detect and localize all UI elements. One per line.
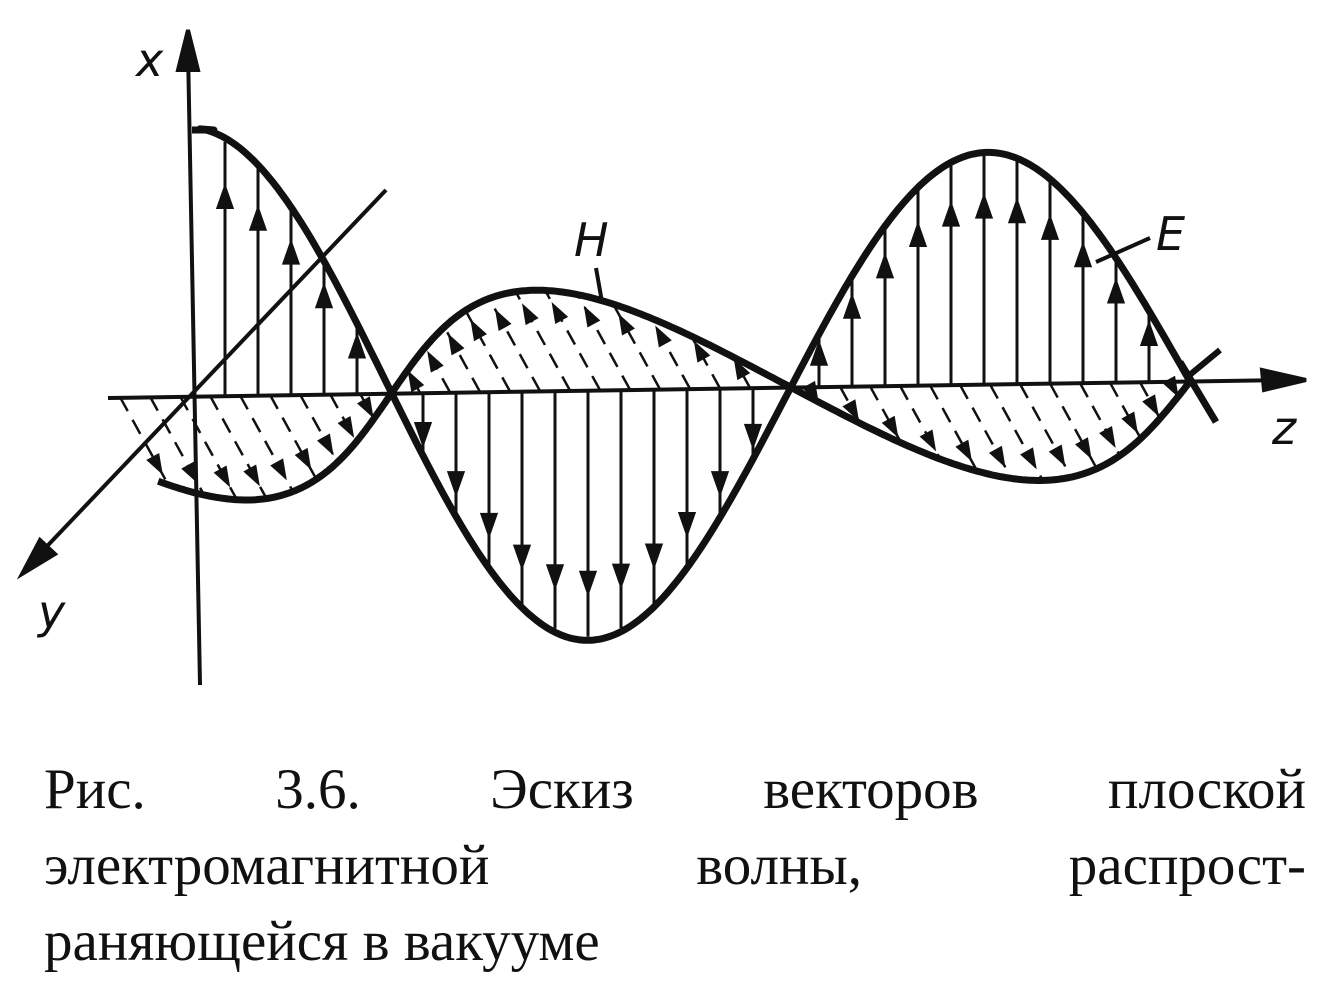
em-wave-diagram: x y z H E	[16, 29, 1307, 686]
h-vector-arrowhead	[1075, 437, 1092, 460]
h-vector-arrowhead	[1099, 426, 1116, 448]
h-vector-arrowhead	[243, 464, 260, 487]
h-vector-arrowhead	[618, 313, 635, 336]
e-vector-arrowhead	[644, 543, 664, 570]
e-vector-arrowhead	[809, 339, 829, 366]
x-axis-arrowhead	[175, 29, 201, 72]
h-label-leader	[594, 267, 604, 303]
electric-wave-tail	[1176, 360, 1220, 424]
h-vector-arrowhead	[294, 447, 312, 470]
h-vector-arrowhead	[988, 445, 1006, 468]
e-vector-arrowhead	[479, 512, 499, 539]
e-vector-arrowhead	[974, 192, 994, 219]
e-vector-arrowhead	[1007, 197, 1027, 224]
e-vector-arrowhead	[413, 422, 433, 449]
h-vector-arrowhead	[521, 303, 539, 326]
h-vector-arrowhead	[494, 309, 512, 332]
h-vector	[898, 385, 942, 460]
e-vector-arrowhead	[941, 200, 961, 227]
electric-wave-tail-up	[1184, 347, 1222, 381]
axes	[16, 29, 1307, 686]
h-vector-arrowhead	[270, 458, 287, 481]
h-vector	[328, 393, 358, 443]
h-wave-label: H	[574, 213, 609, 267]
electric-wave-curve	[192, 125, 1194, 644]
h-vector	[178, 395, 239, 501]
h-vector-arrowhead	[881, 415, 899, 438]
h-vector-arrowhead	[1020, 447, 1037, 470]
z-axis	[107, 378, 1291, 400]
e-vector-arrowhead	[215, 182, 235, 209]
e-vector-arrowhead	[842, 292, 862, 319]
h-vector-arrowhead	[733, 358, 751, 381]
e-vector-arrowhead	[710, 471, 730, 498]
e-vector-arrowhead	[1073, 241, 1093, 268]
e-vector-arrowhead	[1139, 319, 1159, 347]
e-vector-arrowhead	[314, 282, 334, 309]
e-vector-arrowhead	[677, 511, 697, 539]
caption-line-1: Рис. 3.6. Эскиз векторов плоской	[44, 758, 1306, 821]
h-vector	[544, 289, 602, 391]
e-vector-arrowhead	[908, 220, 928, 247]
e-vector-arrowhead	[1106, 277, 1126, 304]
h-vector	[208, 395, 268, 500]
h-vector-arrowhead	[407, 370, 425, 393]
x-axis	[186, 49, 202, 686]
h-vector-arrowhead	[316, 433, 334, 456]
h-vector-arrowhead	[337, 415, 355, 438]
h-vector-arrowhead	[427, 350, 444, 373]
caption-line-3: раняющейся в вакууме	[44, 910, 600, 973]
h-vector-arrowhead	[1048, 444, 1066, 467]
h-vector-arrowhead	[583, 305, 601, 328]
h-vector-arrowhead	[470, 319, 487, 342]
h-vector-arrowhead	[1142, 394, 1159, 417]
z-axis-label: z	[1271, 401, 1297, 455]
e-label-leader	[1095, 236, 1151, 264]
e-vector-arrowhead	[743, 423, 763, 450]
e-vector-arrowhead	[347, 332, 367, 359]
h-vector-arrowhead	[551, 302, 569, 325]
h-vector-arrowhead	[447, 333, 465, 356]
h-vector-arrowhead	[213, 465, 231, 488]
e-vector-arrowhead	[545, 564, 565, 591]
e-vector-arrowhead	[611, 563, 631, 590]
y-axis-arrowhead	[16, 536, 59, 580]
electric-field-vectors	[215, 141, 1159, 637]
h-vector	[424, 346, 452, 393]
e-vector-arrowhead	[875, 252, 895, 279]
magnetic-field-hatching	[118, 289, 1180, 501]
e-vector-arrowhead	[281, 238, 301, 265]
e-vector-arrowhead	[512, 544, 532, 571]
y-axis	[30, 188, 388, 564]
h-vector-arrowhead	[1121, 411, 1138, 434]
caption-line-2: электромагнитной волны, распрост-	[44, 834, 1306, 897]
h-vector-arrowhead	[693, 340, 711, 363]
h-vector-arrowhead	[146, 452, 163, 475]
h-vector-arrowhead	[655, 325, 672, 348]
h-vector	[1078, 382, 1121, 457]
z-axis-arrowhead	[1259, 367, 1307, 393]
e-vector-arrowhead	[578, 570, 598, 597]
h-vector	[690, 335, 722, 389]
h-vector-arrowhead	[357, 396, 374, 419]
e-wave-label: E	[1156, 207, 1185, 261]
h-vector-arrowhead	[955, 439, 972, 462]
e-vector-arrowhead	[248, 204, 268, 231]
y-axis-label: y	[36, 585, 66, 639]
e-vector-arrowhead	[446, 471, 466, 498]
h-vector-arrowhead	[919, 429, 937, 452]
e-vector-arrowhead	[1040, 213, 1060, 240]
h-vector-arrowhead	[842, 399, 860, 422]
h-vector	[464, 309, 512, 392]
x-axis-label: x	[134, 33, 164, 87]
